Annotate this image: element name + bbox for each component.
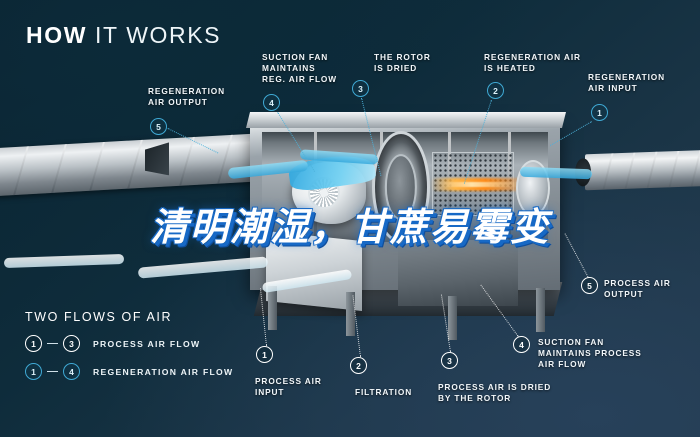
callout-suction-fan-process[interactable]: SUCTION FAN MAINTAINS PROCESS AIR FLOW [538, 337, 642, 370]
legend-label: PROCESS AIR FLOW [93, 338, 201, 349]
legend-row-regeneration-air-flow[interactable]: 1 4 REGENERATION AIR FLOW [25, 363, 233, 380]
marker-number: 3 [441, 352, 458, 369]
marker-number: 4 [513, 336, 530, 353]
chinese-headline-overlay: 清明潮湿，甘蔗易霉变 [149, 205, 550, 249]
marker-number: 4 [263, 94, 280, 111]
duct-opening [145, 142, 169, 176]
callout-process-air-output[interactable]: PROCESS AIR OUTPUT [604, 278, 671, 300]
legend-title: TWO FLOWS OF AIR [25, 310, 173, 324]
machine-housing-top [246, 112, 566, 128]
lower-frame [398, 240, 518, 306]
callout-label: FILTRATION [355, 387, 413, 397]
marker-number: 2 [350, 357, 367, 374]
marker-suction-fan-reg[interactable]: 4 [263, 94, 280, 111]
marker-number: 1 [591, 104, 608, 121]
callout-process-air-is-dried[interactable]: PROCESS AIR IS DRIED BY THE ROTOR [438, 382, 551, 404]
regeneration-input-duct [575, 149, 700, 191]
legend-marker-to: 3 [63, 335, 80, 352]
marker-process-air-output[interactable]: 5 [581, 277, 598, 294]
airflow-ribbon-process-out [3, 253, 125, 269]
callout-process-air-input[interactable]: PROCESS AIR INPUT [255, 376, 322, 398]
legend-marker-from: 1 [25, 335, 42, 352]
marker-number: 5 [150, 118, 167, 135]
regeneration-output-duct [0, 131, 290, 197]
heater-glow-core [438, 182, 522, 187]
callout-label: REGENERATION AIR OUTPUT [148, 86, 226, 107]
marker-number: 2 [487, 82, 504, 99]
legend-label: REGENERATION AIR FLOW [93, 366, 234, 377]
callout-label: PROCESS AIR IS DRIED BY THE ROTOR [438, 382, 552, 403]
callout-label: REGENERATION AIR INPUT [588, 72, 666, 93]
page-title: HOW IT WORKS [26, 22, 221, 49]
marker-regeneration-air-is-heated[interactable]: 2 [487, 82, 504, 99]
callout-label: PROCESS AIR OUTPUT [604, 278, 671, 299]
marker-regeneration-air-input[interactable]: 1 [591, 104, 608, 121]
marker-number: 5 [581, 277, 598, 294]
marker-suction-fan-process[interactable]: 4 [513, 336, 530, 353]
marker-the-rotor-is-dried[interactable]: 3 [352, 80, 369, 97]
marker-filtration[interactable]: 2 [350, 357, 367, 374]
callout-regeneration-air-input[interactable]: REGENERATION AIR INPUT [588, 72, 665, 94]
marker-number: 1 [256, 346, 273, 363]
callout-label: REGENERATION AIR IS HEATED [484, 52, 581, 73]
legend-marker-from: 1 [25, 363, 42, 380]
legend: TWO FLOWS OF AIR 1 3 PROCESS AIR FLOW 1 … [25, 310, 233, 391]
legend-marker-to: 4 [63, 363, 80, 380]
marker-regeneration-air-output[interactable]: 5 [150, 118, 167, 135]
callout-label: SUCTION FAN MAINTAINS PROCESS AIR FLOW [538, 337, 642, 369]
marker-process-air-is-dried[interactable]: 3 [441, 352, 458, 369]
airflow-ribbon-process-mid [137, 256, 269, 279]
page-title-bold: HOW [26, 22, 88, 48]
legend-dash [47, 342, 58, 345]
callout-label: SUCTION FAN MAINTAINS REG. AIR FLOW [262, 52, 337, 84]
legend-dash [47, 370, 58, 373]
marker-process-air-input[interactable]: 1 [256, 346, 273, 363]
callout-regeneration-air-is-heated[interactable]: REGENERATION AIR IS HEATED [484, 52, 581, 74]
callout-suction-fan-reg[interactable]: SUCTION FAN MAINTAINS REG. AIR FLOW [262, 52, 337, 85]
marker-number: 3 [352, 80, 369, 97]
callout-label: PROCESS AIR INPUT [255, 376, 322, 397]
callout-label: THE ROTOR IS DRIED [374, 52, 431, 73]
page-title-light: IT WORKS [87, 22, 222, 48]
legend-row-process-air-flow[interactable]: 1 3 PROCESS AIR FLOW [25, 335, 233, 352]
callout-the-rotor-is-dried[interactable]: THE ROTOR IS DRIED [374, 52, 431, 74]
callout-filtration[interactable]: FILTRATION [355, 387, 412, 398]
callout-regeneration-air-output[interactable]: REGENERATION AIR OUTPUT [148, 86, 225, 108]
